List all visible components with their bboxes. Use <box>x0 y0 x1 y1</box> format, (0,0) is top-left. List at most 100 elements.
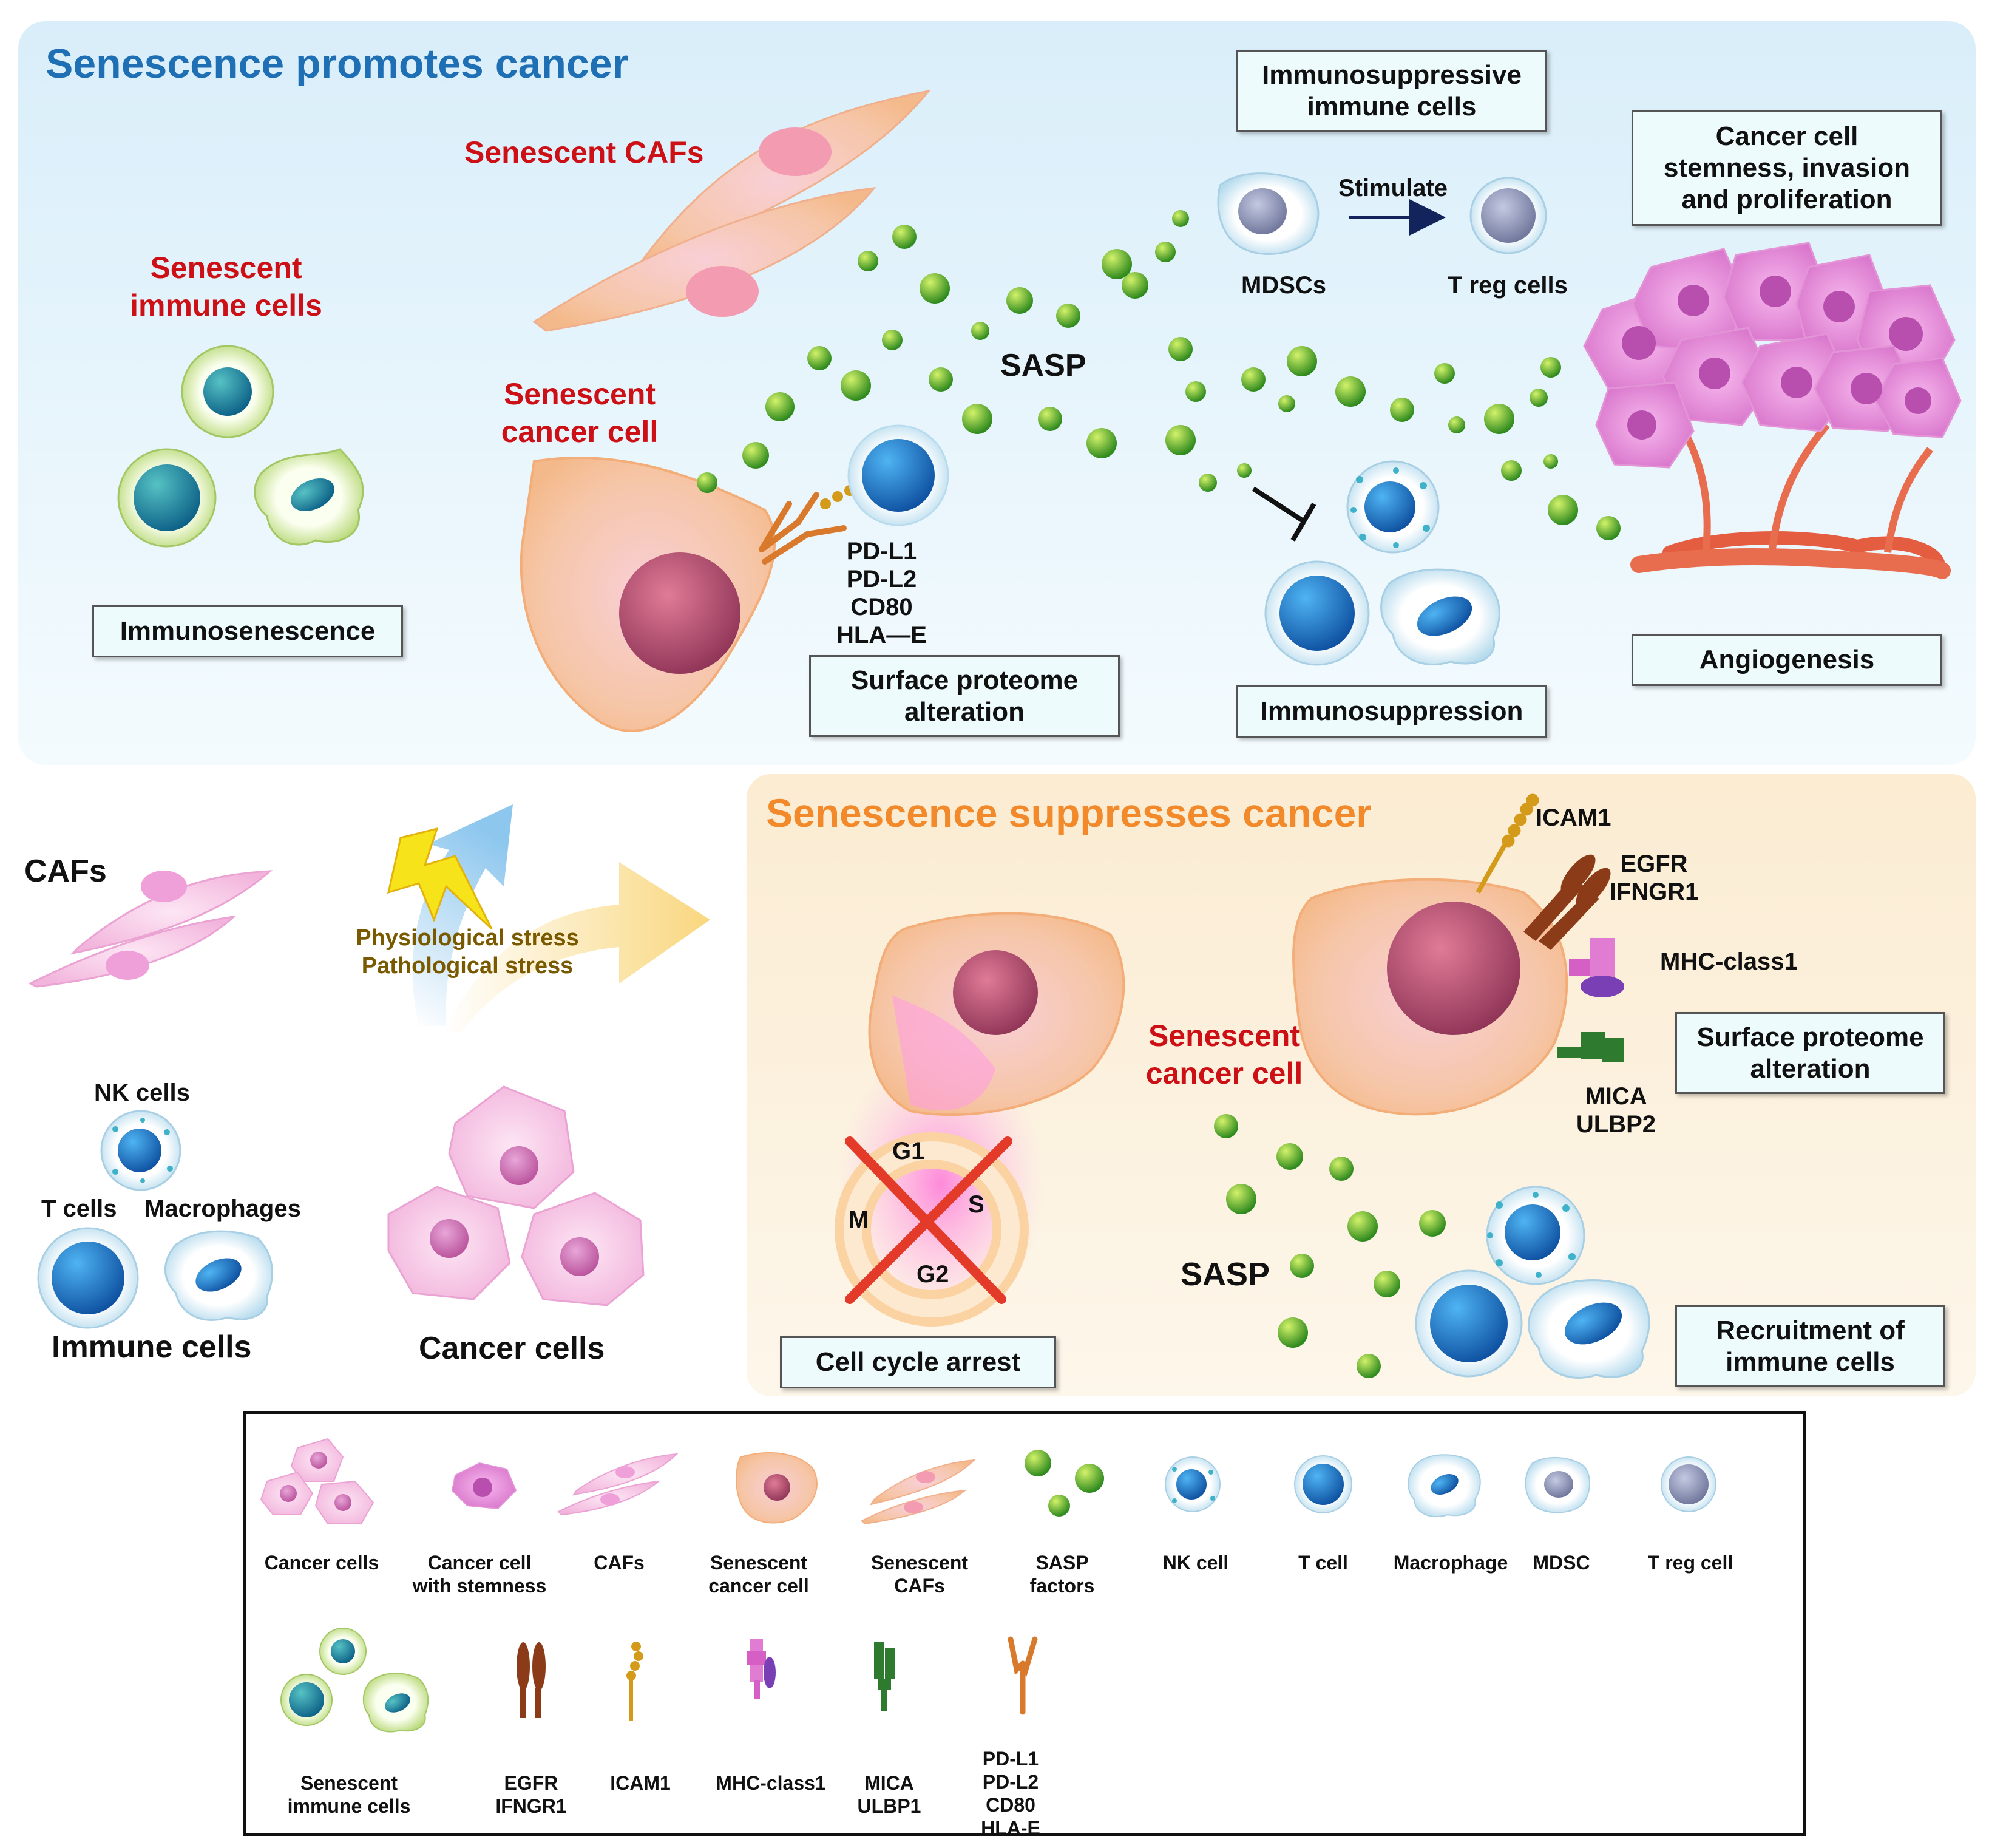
stress-arrow-blue <box>412 804 513 1026</box>
legend-icon-mhc <box>747 1639 776 1699</box>
legend-label-macrophage: Macrophage <box>1393 1552 1508 1574</box>
box-surface-proteome-top: Surface proteome alteration <box>809 655 1120 737</box>
stimulate-label: Stimulate <box>1338 175 1448 202</box>
senescent-caf-cells <box>532 89 931 332</box>
sasp-factors-bottom <box>1214 1114 1446 1378</box>
tcell-bottom <box>1415 1269 1523 1378</box>
phase-g2: G2 <box>917 1261 949 1288</box>
legend-label-mdsc: MDSC <box>1533 1552 1590 1574</box>
legend-icon-stemness <box>451 1462 517 1510</box>
phase-m: M <box>849 1206 869 1233</box>
box-immunosenescence: Immunosenescence <box>92 605 403 657</box>
stress-arrow-yellow <box>443 862 710 1032</box>
senescent-immune-cells-top <box>117 345 364 548</box>
tcell-left <box>37 1227 139 1329</box>
legend-icon-mica <box>874 1642 895 1711</box>
box-angiogenesis: Angiogenesis <box>1632 634 1942 686</box>
egfr-label: EGFR IFNGR1 <box>1609 851 1699 905</box>
legend-icon-senescent-cafs <box>861 1459 976 1525</box>
senescent-cancer-cell-top <box>520 456 776 732</box>
legend-label-mhc: MHC-class1 <box>716 1772 826 1794</box>
box-immunosuppression: Immunosuppression <box>1236 685 1547 738</box>
legend-icon-mdsc <box>1525 1456 1591 1513</box>
pdl1-receptor <box>759 492 847 565</box>
inhibition-symbol <box>1252 486 1316 542</box>
nk-cell-left <box>100 1110 181 1191</box>
legend-icon-cancer-cells <box>260 1438 374 1524</box>
legend-icon-sasp <box>1025 1450 1104 1517</box>
macrophage-top <box>1380 568 1500 665</box>
box-cell-cycle-arrest: Cell cycle arrest <box>780 1336 1056 1388</box>
egfr-receptor <box>1523 854 1611 950</box>
legend-icon-icam1 <box>626 1642 643 1721</box>
mdsc-cell <box>1217 172 1320 255</box>
phase-g1: G1 <box>892 1138 925 1164</box>
treg-cell <box>1469 177 1547 254</box>
legend-icon-cafs <box>557 1453 679 1516</box>
t-cells-label-left: T cells <box>41 1195 117 1222</box>
mica-receptor <box>1557 1032 1624 1062</box>
legend-label-tcell: T cell <box>1298 1552 1348 1574</box>
senescent-cancer-cell-label-bottom: Senescent cancer cell <box>1145 1019 1303 1090</box>
icam1-receptor <box>1476 793 1539 894</box>
immune-cells-label: Immune cells <box>52 1330 252 1365</box>
sasp-label-bottom: SASP <box>1181 1256 1270 1293</box>
macrophage-bottom <box>1528 1279 1650 1379</box>
mhc-label: MHC-class1 <box>1660 948 1798 975</box>
legend-icon-pdl1 <box>1008 1636 1038 1715</box>
legend-label-icam1: ICAM1 <box>610 1772 671 1794</box>
box-immunosuppressive: Immunosuppressive immune cells <box>1236 50 1547 132</box>
legend-label-nk: NK cell <box>1162 1552 1229 1574</box>
nk-cells-label-left: NK cells <box>94 1079 190 1106</box>
stress-label: Physiological stress Pathological stress <box>356 925 579 979</box>
phase-s: S <box>968 1191 984 1218</box>
legend-icon-senescent-immune <box>280 1628 429 1733</box>
box-recruitment: Recruitment of immune cells <box>1675 1305 1945 1387</box>
icam1-label: ICAM1 <box>1536 804 1611 831</box>
nk-cell-top <box>1346 460 1440 554</box>
legend-icon-tcell <box>1294 1455 1352 1513</box>
legend-icon-senescent-cancer <box>736 1452 818 1524</box>
legend-icon-egfr <box>517 1642 546 1718</box>
tcell-immunosuppression <box>1264 560 1370 666</box>
legend-icon-nk <box>1165 1456 1221 1512</box>
sasp-label-top: SASP <box>1000 348 1086 383</box>
legend-icon-treg <box>1661 1456 1716 1512</box>
box-surface-proteome-bottom: Surface proteome alteration <box>1675 1012 1945 1094</box>
legend-label-cafs: CAFs <box>594 1552 645 1574</box>
lightning-icon <box>387 827 493 930</box>
macrophage-left <box>164 1230 273 1321</box>
promotes-title: Senescence promotes cancer <box>46 41 629 87</box>
cancer-cells-label: Cancer cells <box>419 1331 605 1366</box>
mhc-class1-receptor <box>1569 938 1624 997</box>
box-stemness: Cancer cell stemness, invasion and proli… <box>1632 110 1942 226</box>
senescent-immune-cells-label: Senescent immune cells <box>130 251 322 322</box>
stemness-cancer-cluster <box>1583 242 1962 579</box>
nk-cell-bottom <box>1486 1186 1585 1285</box>
cafs-label-left: CAFs <box>24 854 107 889</box>
mica-label: MICA ULBP2 <box>1576 1083 1656 1138</box>
cafs-left <box>28 870 273 988</box>
legend-label-treg: T reg cell <box>1647 1552 1733 1574</box>
cancer-cells-left <box>387 1085 645 1306</box>
sasp-factors-top <box>697 210 1621 540</box>
tcell-top <box>847 424 949 526</box>
ligands-label: PD-L1 PD-L2 CD80 HLA—E <box>836 538 927 648</box>
senescent-cafs-label: Senescent CAFs <box>464 135 704 169</box>
macrophages-label-left: Macrophages <box>144 1195 301 1222</box>
senescent-cancer-cell-label-top: Senescent cancer cell <box>501 377 659 449</box>
legend-label-cancer-cells: Cancer cells <box>264 1552 379 1574</box>
senescent-cancer-cell-bottom <box>1292 878 1568 1116</box>
treg-label: T reg cells <box>1448 272 1568 299</box>
cell-cycle-wheel <box>835 1132 1029 1327</box>
legend-icon-macrophage <box>1408 1454 1481 1518</box>
